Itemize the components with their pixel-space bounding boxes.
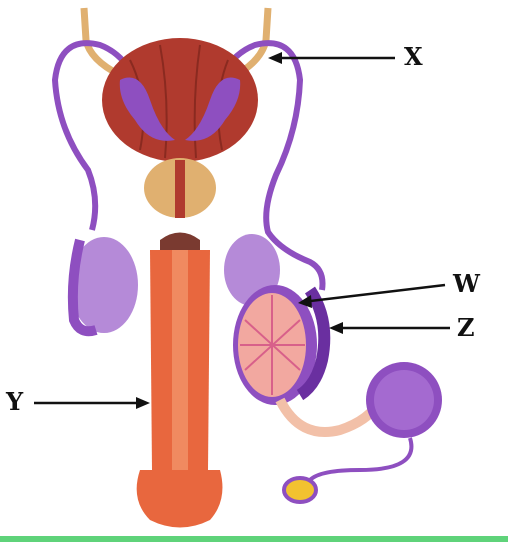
arrow-x <box>268 52 395 64</box>
shaft-inner <box>172 250 188 470</box>
label-z: Z <box>457 316 475 340</box>
glans <box>137 470 223 528</box>
sperm-body <box>280 400 380 432</box>
sperm-tail <box>310 438 411 480</box>
bottom-border-strip <box>0 536 508 542</box>
sperm-cross-section-inner <box>374 370 434 430</box>
label-w: W <box>453 272 480 296</box>
label-y: Y <box>6 390 23 414</box>
sperm-head <box>284 478 316 502</box>
arrow-z <box>329 322 450 334</box>
arrow-y <box>34 397 150 409</box>
label-x: X <box>404 45 423 69</box>
